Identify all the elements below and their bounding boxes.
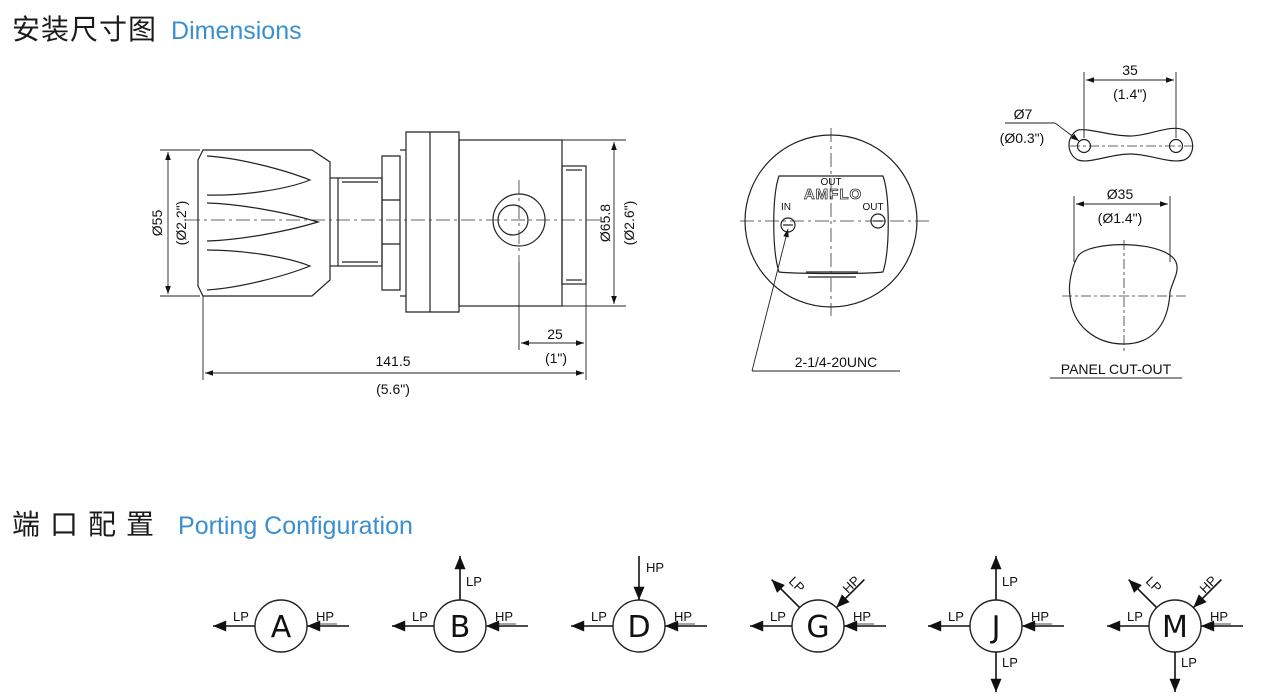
cutout-dia-label: Ø35 [1107,186,1134,202]
port-in-label: IN [781,202,791,213]
diag-right-port-label: HP [1197,573,1220,596]
diag-left-arrow [771,579,801,609]
dim-65-inch-label: (Ø2.6") [621,201,637,246]
port-letter: M [1162,610,1188,645]
diag-right-port-label: HP [840,573,863,596]
knob-outline [197,149,331,297]
left-port-label: LP [233,609,249,624]
right-port-label: HP [316,609,334,624]
thread-label: 2-1/4-20UNC [795,354,877,370]
front-out-top-label: OUT [820,177,841,188]
right-port-label: HP [674,609,692,624]
right-port-label: HP [495,609,513,624]
port-letter: A [271,610,292,645]
diag-left-port-label: LP [1143,574,1165,596]
left-port-label: LP [770,609,786,624]
dim-25-label: 25 [547,326,563,342]
spacing-inch-label: (1.4") [1113,86,1147,102]
knob-groove-1 [206,155,312,196]
right-port-label: HP [1031,609,1049,624]
brand-logo: AMFLO [804,186,862,203]
port-config-d: D LP HP HP [571,556,707,653]
cutout-dia-inch-label: (Ø1.4") [1098,210,1143,226]
thread-leader [751,228,789,372]
left-port-label: LP [948,609,964,624]
up-port-label: LP [466,574,482,589]
panel-cutout-caption: PANEL CUT-OUT [1061,361,1172,377]
port-letter: J [990,610,1001,645]
dim-65-label: Ø65.8 [597,204,613,242]
up-port-label: LP [1002,574,1018,589]
dim-55-inch-label: (Ø2.2") [173,201,189,246]
spacing-label: 35 [1122,62,1138,78]
diag-right-arrow [1192,579,1222,609]
port-config-b: B LP HP LP [392,556,528,653]
right-port-label: HP [853,609,871,624]
diag-left-arrow [1128,579,1158,609]
hole-dia-label: Ø7 [1014,106,1033,122]
porting-heading: 端口配置 Porting Configuration [12,503,413,543]
dimensions-drawing: Ø55 (Ø2.2") Ø65.8 (Ø2.6") 25 (1") 141.5 … [149,62,1194,397]
dimensions-title-zh: 安装尺寸图 [12,13,158,46]
dim-25-inch-label: (1") [545,350,567,366]
dim-total-inch-label: (5.6") [376,381,410,397]
front-body-outline [773,175,889,275]
port-letter: G [806,610,829,645]
port-config-g: G LP HP LP HP [750,573,886,653]
mount-plate-outline [1068,127,1194,162]
port-config-a: A LP HP [213,599,349,653]
dimensions-heading: 安装尺寸图 Dimensions [12,8,302,48]
end-cap [561,165,587,285]
porting-title-zh: 端口配置 [12,508,165,541]
port-letter: B [450,610,471,645]
flange [405,131,460,313]
right-port-label: HP [1210,609,1228,624]
hole-leader [1054,122,1080,142]
down-port-label: LP [1181,655,1197,670]
diag-right-arrow [835,579,865,609]
nut [381,155,401,291]
top-port-label: HP [646,560,664,575]
porting-title-en: Porting Configuration [178,512,413,540]
dimensions-title-en: Dimensions [171,17,302,45]
left-port-label: LP [1127,609,1143,624]
dim-total-label: 141.5 [375,353,410,369]
port-out-label: OUT [862,202,883,213]
port-letter: D [627,610,650,645]
hole-dia-inch-label: (Ø0.3") [1000,130,1045,146]
dim-55-label: Ø55 [149,210,165,237]
knob-groove-2 [206,202,321,242]
down-port-label: LP [1002,655,1018,670]
knob-groove-3 [206,249,312,291]
left-port-label: LP [591,609,607,624]
left-port-label: LP [412,609,428,624]
diag-left-port-label: LP [786,574,808,596]
